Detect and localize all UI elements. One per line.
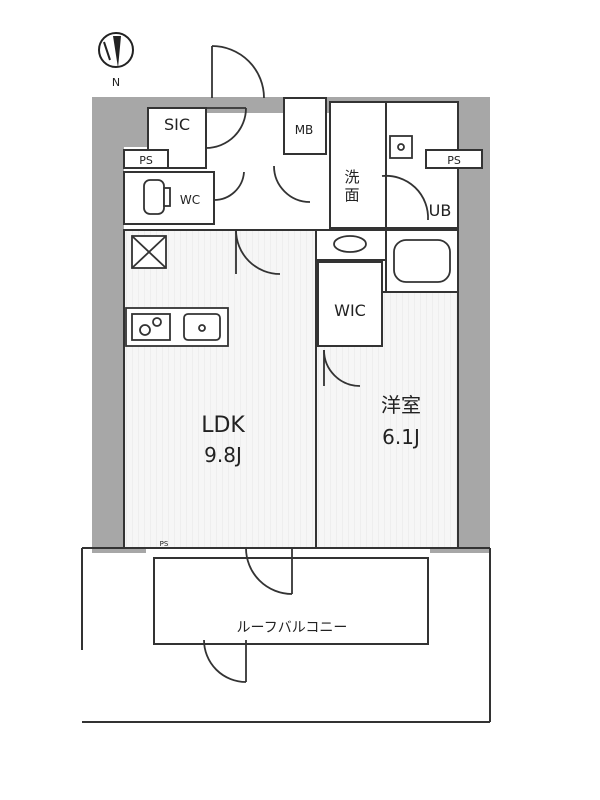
north-compass-icon: N [98, 32, 134, 89]
upper-rooms [123, 97, 483, 347]
ldk-area: 9.8J [204, 443, 242, 467]
wash-label: 洗面 [344, 168, 359, 204]
ps-bottom-label: PS [160, 540, 169, 548]
ldk-floor [123, 229, 317, 549]
balcony-label: ルーフバルコニー [237, 620, 348, 636]
wc-label: WC [180, 193, 200, 207]
ps-left-label: PS [139, 154, 153, 167]
north-label: N [112, 76, 120, 89]
bedroom-area: 6.1J [382, 425, 420, 449]
roof-balcony [81, 547, 491, 723]
bedroom-label: 洋室 [381, 393, 421, 417]
ub-label: UB [429, 201, 452, 220]
ps-right-label: PS [447, 154, 461, 167]
ldk-label: LDK [201, 413, 245, 438]
door-swings [203, 45, 429, 683]
fixtures [125, 135, 451, 347]
sic-label: SIC [164, 115, 190, 134]
wic-label: WIC [334, 301, 366, 320]
mb-label: MB [295, 123, 314, 137]
